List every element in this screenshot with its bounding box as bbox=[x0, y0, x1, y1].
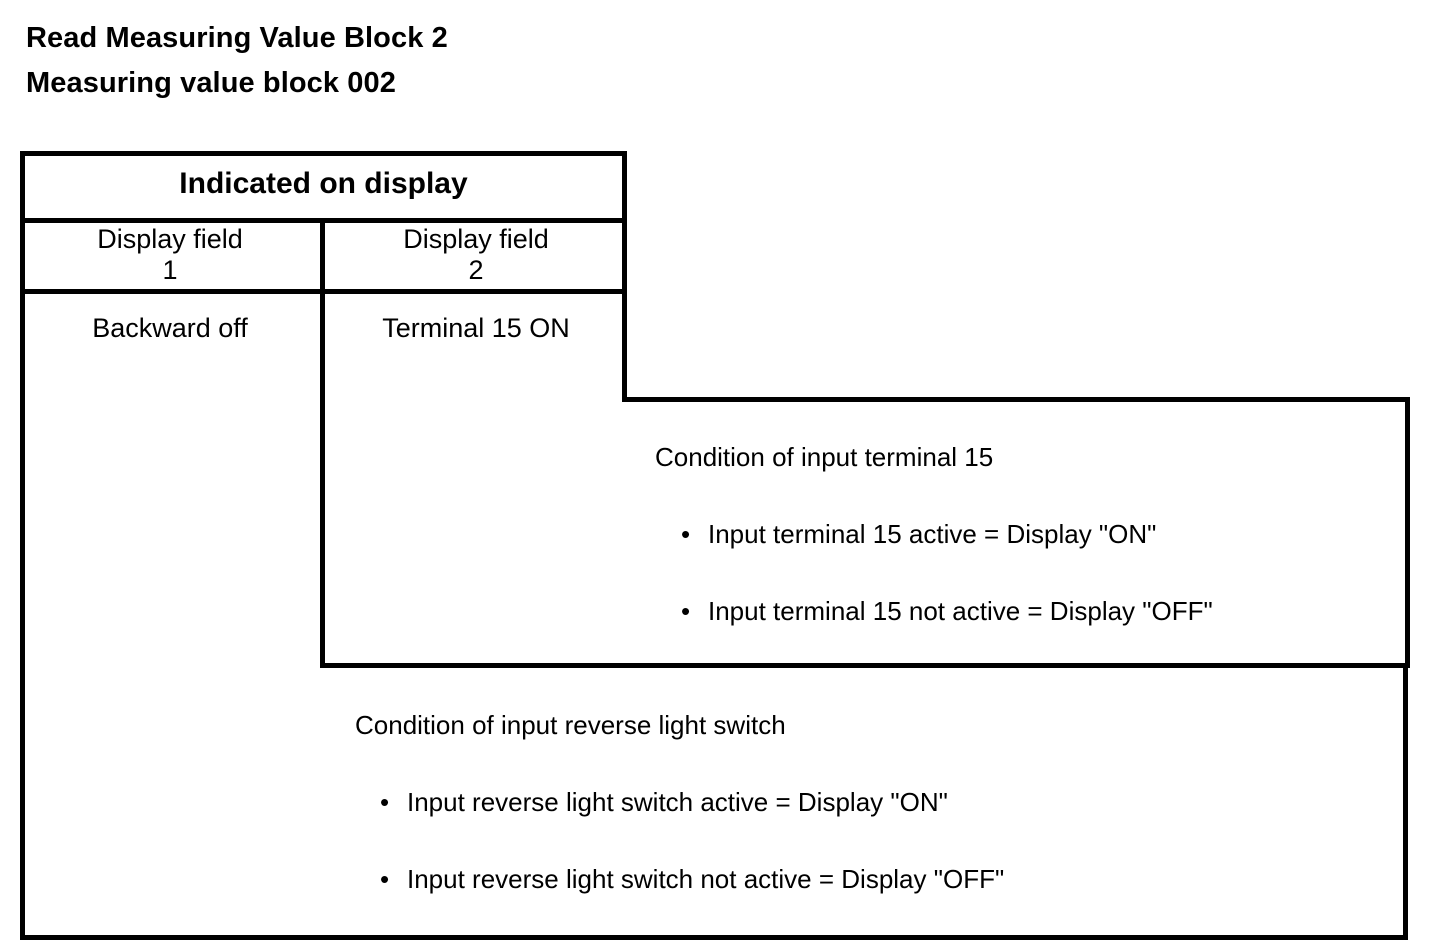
cell-display-field-1-value: Backward off bbox=[92, 313, 248, 343]
callout-reverse-light-bullet-2: • Input reverse light switch not active … bbox=[380, 863, 1004, 895]
table-column-divider bbox=[320, 218, 325, 666]
column-2-header-label: Display field bbox=[403, 224, 549, 254]
table-top-border bbox=[20, 151, 627, 156]
bullet-label: Input terminal 15 not active = Display "… bbox=[708, 596, 1213, 626]
column-1-header-label: Display field bbox=[97, 224, 243, 254]
bullet-dot-icon: • bbox=[380, 864, 390, 894]
bullet-label: Input reverse light switch not active = … bbox=[407, 864, 1005, 894]
callout-reverse-light-heading: Condition of input reverse light switch bbox=[355, 710, 786, 740]
callout-terminal15-bullet-1: • Input terminal 15 active = Display "ON… bbox=[681, 518, 1156, 550]
page-title: Read Measuring Value Block 2 Measuring v… bbox=[26, 16, 448, 106]
callout-reverse-light-bullet-1: • Input reverse light switch active = Di… bbox=[380, 786, 948, 818]
title-line-1: Read Measuring Value Block 2 bbox=[26, 22, 448, 54]
bullet-dot-icon: • bbox=[380, 787, 390, 817]
callout-terminal15-bullet-2: • Input terminal 15 not active = Display… bbox=[681, 595, 1213, 627]
bullet-dot-icon: • bbox=[681, 519, 691, 549]
bullet-label: Input reverse light switch active = Disp… bbox=[407, 787, 948, 817]
bullet-label: Input terminal 15 active = Display "ON" bbox=[708, 519, 1157, 549]
callout-reverse-light-right-border bbox=[1403, 663, 1408, 940]
column-2-header-number: 2 bbox=[468, 255, 484, 285]
table-right-border bbox=[622, 151, 627, 400]
title-line-2: Measuring value block 002 bbox=[26, 67, 396, 99]
table-header-label: Indicated on display bbox=[179, 167, 468, 200]
callout-terminal15-right-border bbox=[1405, 397, 1410, 668]
callout-terminal15-top-border bbox=[622, 397, 1410, 402]
cell-display-field-2-value: Terminal 15 ON bbox=[382, 313, 570, 343]
callout-reverse-light-bottom-border bbox=[20, 935, 1408, 940]
table-left-border bbox=[20, 151, 25, 940]
bullet-dot-icon: • bbox=[681, 596, 691, 626]
column-1-header-number: 1 bbox=[162, 255, 178, 285]
callout-terminal15-bottom-border bbox=[320, 663, 1410, 668]
callout-terminal15-heading: Condition of input terminal 15 bbox=[655, 442, 994, 472]
